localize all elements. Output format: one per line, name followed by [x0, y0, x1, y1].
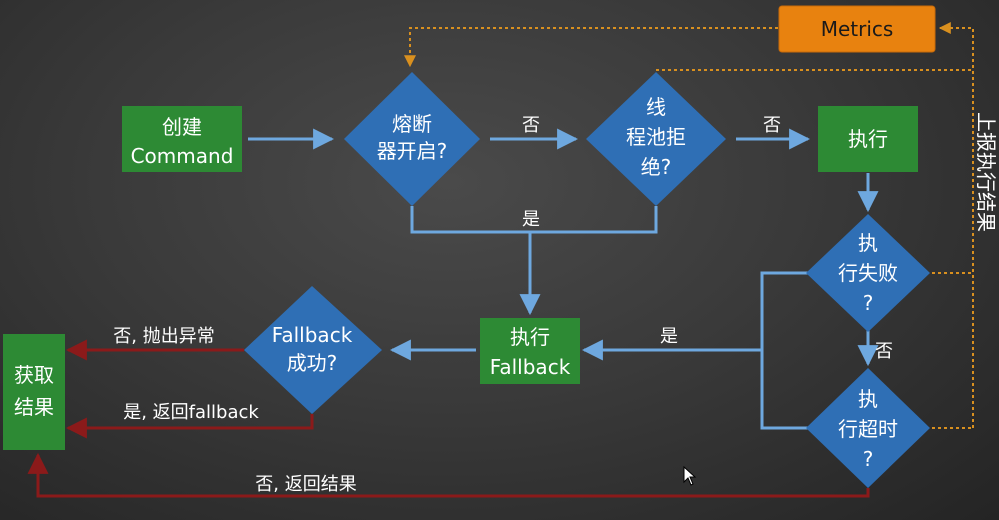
threadpool-reject-line2: 程池拒	[626, 125, 686, 149]
fallback-fail-label: 否, 抛出异常	[113, 326, 214, 347]
metrics-node: Metrics	[778, 5, 936, 53]
failed-no-label: 否	[875, 341, 893, 362]
exec-failed-line3: ?	[863, 291, 874, 315]
create-command-line1: 创建	[162, 115, 202, 139]
metrics-label: Metrics	[821, 17, 894, 41]
circuit-open-decision: 熔断 器开启?	[344, 72, 480, 206]
failed-yes-label: 是	[660, 326, 678, 347]
return-arrows	[27, 339, 870, 498]
reject-yes-label: 是	[522, 209, 540, 230]
get-result-line1: 获取	[14, 363, 54, 387]
fallback-ok-label: 是, 返回fallback	[123, 402, 259, 423]
get-result-node: 获取 结果	[3, 334, 65, 450]
exec-timeout-line3: ?	[863, 447, 874, 471]
create-command-line2: Command	[131, 144, 234, 168]
exec-failed-line2: 行失败	[838, 261, 898, 285]
failed-timeout-merge-line	[760, 271, 808, 430]
threadpool-no-label: 否	[763, 115, 781, 136]
exec-failed-line1: 执	[858, 231, 878, 255]
execute-label: 执行	[848, 127, 888, 151]
report-metrics-lines	[404, 22, 974, 429]
circuit-open-line2: 器开启?	[377, 139, 448, 163]
threadpool-reject-decision: 线 程池拒 绝?	[586, 72, 726, 206]
exec-timeout-line1: 执	[858, 387, 878, 411]
yes-merge-line	[410, 206, 658, 234]
flow-arrows	[248, 128, 879, 430]
fallback-success-line1: Fallback	[272, 323, 353, 347]
mouse-cursor-icon	[683, 466, 697, 486]
metrics-to-circuit-line	[404, 27, 778, 68]
fallback-success-line2: 成功?	[287, 351, 338, 375]
exec-fallback-line2: Fallback	[490, 355, 571, 379]
get-result-line2: 结果	[14, 395, 54, 419]
exec-fallback-line1: 执行	[510, 325, 550, 349]
circuit-no-label: 否	[522, 115, 540, 136]
report-result-label: 上报执行结果	[974, 112, 998, 232]
fallback-ok-arrow	[65, 414, 314, 439]
report-to-metrics-line	[938, 22, 974, 428]
circuit-open-line1: 熔断	[392, 112, 432, 136]
threadpool-reject-line3: 绝?	[641, 155, 672, 179]
timeout-no-label: 否, 返回结果	[255, 474, 356, 495]
exec-fallback-node: 执行 Fallback	[480, 318, 580, 384]
threadpool-reject-line1: 线	[646, 95, 666, 119]
create-command-node: 创建 Command	[122, 106, 242, 172]
exec-timeout-line2: 行超时	[838, 417, 898, 441]
exec-timeout-decision: 执 行超时 ?	[806, 368, 930, 488]
timeout-no-arrow	[27, 452, 870, 498]
fallback-success-decision: Fallback 成功?	[244, 286, 382, 414]
exec-failed-decision: 执 行失败 ?	[806, 214, 930, 332]
execute-node: 执行	[818, 106, 918, 172]
